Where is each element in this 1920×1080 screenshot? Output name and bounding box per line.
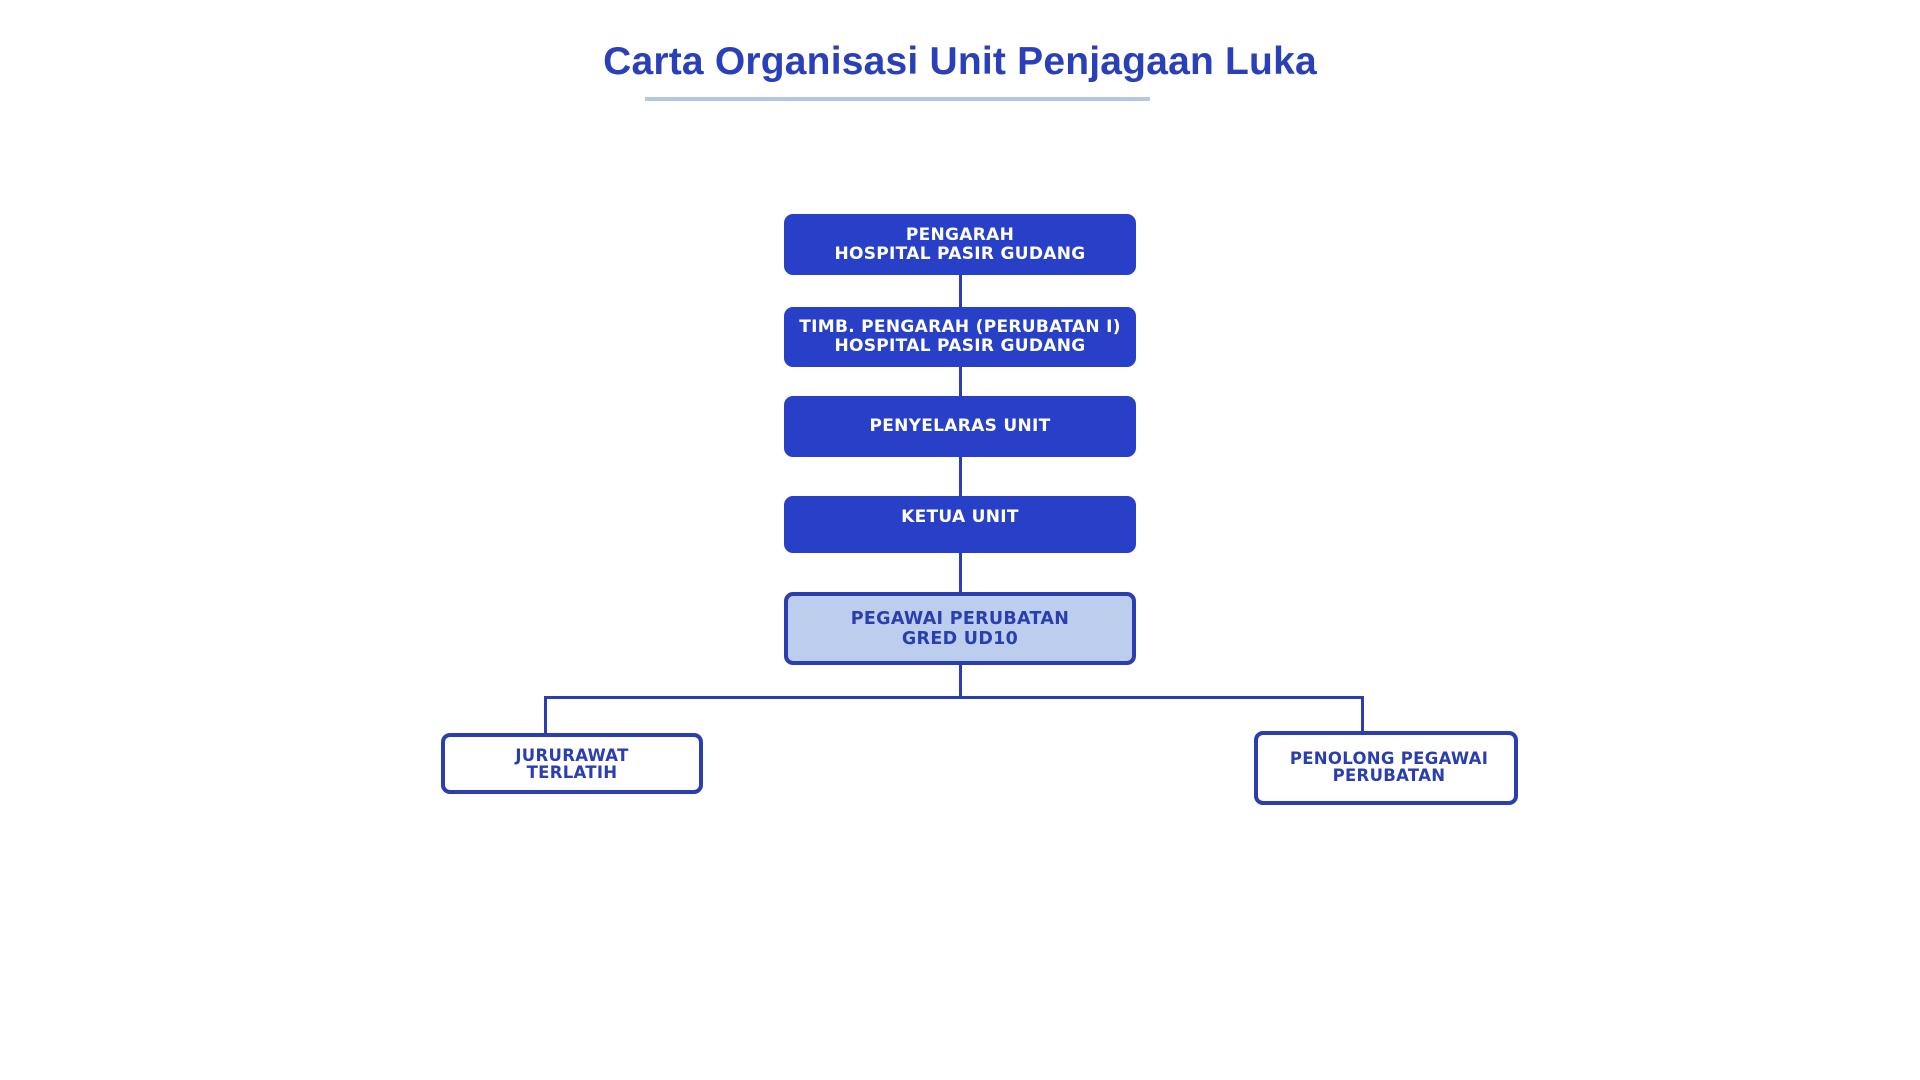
- node-jururawat-terlatih-line2: TERLATIH: [526, 763, 618, 782]
- node-jururawat-terlatih-line1: JURURAWAT: [515, 746, 629, 765]
- chart-title: Carta Organisasi Unit Penjagaan Luka: [603, 40, 1317, 83]
- node-pengarah: PENGARAH HOSPITAL PASIR GUDANG: [784, 214, 1136, 275]
- node-pengarah-line1: PENGARAH: [905, 224, 1015, 245]
- connector-drop-jururawat: [544, 696, 547, 734]
- node-pengarah-line2: HOSPITAL PASIR GUDANG: [834, 243, 1086, 264]
- connector-ketua-pegawai: [959, 552, 962, 594]
- node-timb-pengarah: TIMB. PENGARAH (PERUBATAN I) HOSPITAL PA…: [784, 307, 1136, 367]
- node-ketua-unit: KETUA UNIT: [784, 496, 1136, 553]
- node-pegawai-perubatan-line2: GRED UD10: [901, 629, 1019, 649]
- connector-drop-penolong: [1361, 696, 1364, 732]
- node-jururawat-terlatih: JURURAWAT TERLATIH: [441, 733, 703, 794]
- connector-penyelaras-ketua: [959, 456, 962, 497]
- connector-pegawai-stem: [959, 664, 962, 699]
- node-penolong-pegawai-perubatan-line2: PERUBATAN: [1332, 766, 1446, 785]
- node-penyelaras-unit-label: PENYELARAS UNIT: [869, 416, 1051, 436]
- node-penolong-pegawai-perubatan-line1: PENOLONG PEGAWAI: [1289, 749, 1489, 768]
- node-pegawai-perubatan: PEGAWAI PERUBATAN GRED UD10: [784, 592, 1136, 665]
- node-penyelaras-unit: PENYELARAS UNIT: [784, 396, 1136, 457]
- connector-pengarah-timb: [959, 274, 962, 308]
- node-penolong-pegawai-perubatan: PENOLONG PEGAWAI PERUBATAN: [1254, 731, 1518, 805]
- title-underline: [645, 97, 1150, 101]
- connector-timb-penyelaras: [959, 366, 962, 397]
- node-ketua-unit-label: KETUA UNIT: [901, 507, 1019, 527]
- connector-branch-horizontal: [544, 696, 1364, 699]
- node-timb-pengarah-line1: TIMB. PENGARAH (PERUBATAN I): [799, 317, 1121, 337]
- node-pegawai-perubatan-line1: PEGAWAI PERUBATAN: [850, 609, 1070, 629]
- node-timb-pengarah-line2: HOSPITAL PASIR GUDANG: [834, 336, 1086, 356]
